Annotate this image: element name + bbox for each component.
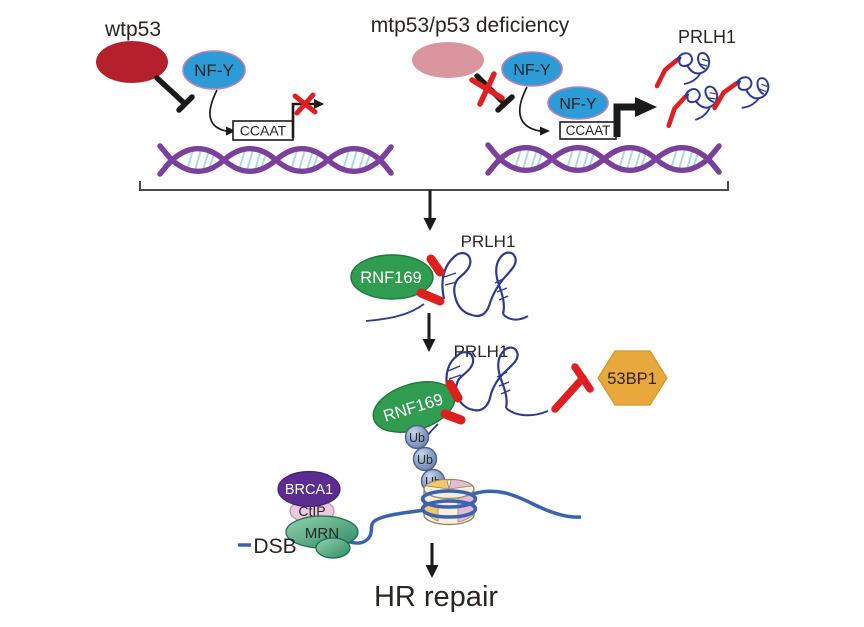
nucleosome [420,478,478,526]
dna-helix-left [160,146,391,174]
resection-machinery: BRCA1 CtIP MRN DSB [238,470,582,559]
red-x-right-icon [469,71,505,107]
wtp53-protein [96,41,168,83]
merge-bracket [139,181,729,191]
panel-wtp53: wtp53 NF-Y CCAAT [96,18,391,174]
dna-strand-right [472,489,582,519]
prlh1-transcript-3 [715,75,769,112]
nfy-to-ccaat-arrow-left [209,89,227,132]
brca1-label: BRCA1 [285,482,333,498]
nfy-label-right-a: NF-Y [513,62,551,79]
nfy-protein-right-b [547,86,609,120]
inhibition-bar-left [154,75,195,113]
nfy-label-left: NF-Y [194,61,234,80]
prlh1-transcript-2 [664,86,720,126]
ub-1 [404,424,430,450]
complex-rnf169-prlh1: PRLH1 RNF169 [350,232,529,322]
transcription-arrowhead-on [635,97,657,117]
prlh1-rna-step1 [365,251,529,322]
bracket-down-arrowhead [423,218,437,231]
rnf169-label-step1: RNF169 [360,269,421,287]
nfy-protein-left [182,50,246,90]
red-x-left-icon [292,92,318,116]
53bp1-protein [597,350,668,406]
prlh1-product-label: PRLH1 [678,27,736,47]
wtp53-label: wtp53 [104,18,161,41]
brca1-protein [277,470,341,508]
dna-strand-left [346,508,426,545]
mrn-complex: MRN [285,515,359,559]
nfy-label-right-b: NF-Y [559,96,597,113]
prlh1-label-step2: PRLH1 [454,342,509,361]
inhibition-bar-53bp1 [551,363,594,413]
ub-label-2: Ub [417,453,433,467]
transcription-arrowhead-off [314,99,324,109]
hr-repair-label: HR repair [374,581,498,613]
ccaat-label-right: CCAAT [566,123,611,138]
nfy-arrowhead-right [540,126,550,136]
mrn-label: MRN [305,525,339,542]
rnf169-protein-step1 [350,254,434,300]
ub-label-1: Ub [409,431,425,445]
complex-chromatin: PRLH1 RNF169 53BP1 Ub Ub [372,342,668,494]
53bp1-label: 53BP1 [607,370,657,388]
rna-red-marks-step2 [440,379,466,425]
ccaat-label-left: CCAAT [240,123,287,139]
dsb-label: DSB [253,535,296,558]
panel-mtp53: mtp53/p53 deficiency NF-Y NF-Y CCAAT PRL… [371,14,769,173]
rna-red-marks-step1 [416,254,445,306]
nfy-protein-right-a [501,51,563,87]
mtp53-protein [412,42,484,78]
dna-helix-right [488,145,719,173]
dna-wrap-2 [420,499,478,519]
ctip-label: CtIP [298,503,325,519]
nfy-to-ccaat-arrow-right [519,86,541,132]
outcome-arrowhead [425,565,439,578]
ub-2 [412,446,438,472]
nfy-arrowhead-left [226,126,236,136]
prlh1-label-step1: PRLH1 [461,232,516,251]
prlh1-transcript-1 [657,53,709,86]
mtp53-label: mtp53/p53 deficiency [371,14,570,37]
step-arrowhead [422,339,436,352]
transcription-arrow-on [613,103,636,137]
dna-wrap-1 [420,489,478,509]
